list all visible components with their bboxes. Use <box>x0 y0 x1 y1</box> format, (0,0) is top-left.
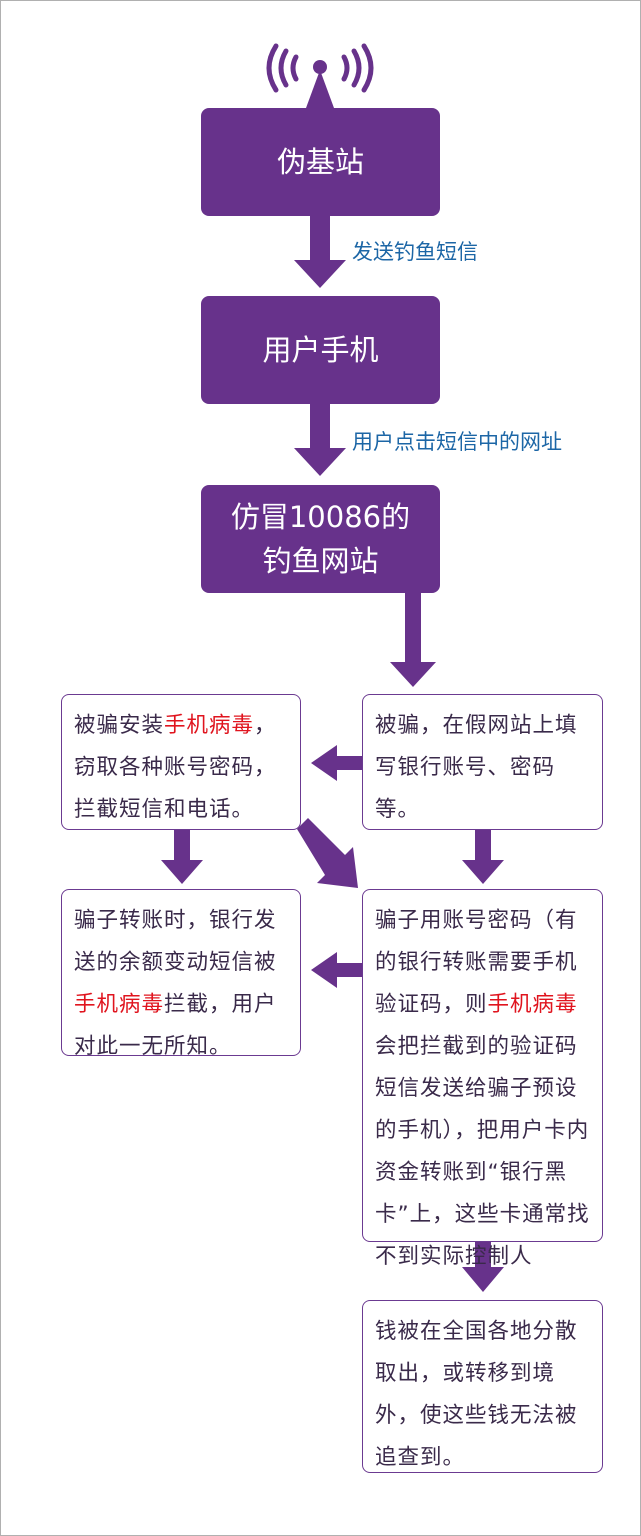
withdraw-box: 钱被在全国各地分散取出，或转移到境外，使这些钱无法被追查到。 <box>362 1300 603 1473</box>
malware-box: 被骗安装手机病毒，窃取各种账号密码，拦截短信和电话。 <box>61 694 301 830</box>
arrow-malware-to-intercept <box>161 830 203 884</box>
intercept-box: 骗子转账时，银行发送的余额变动短信被手机病毒拦截，用户对此一无所知。 <box>61 889 301 1059</box>
malware-text-post: ，窃取各种账号密码，拦截短信和电话。 <box>74 713 277 822</box>
intercept-text-post: 拦截，用户对此一无所知。 <box>74 992 277 1059</box>
arrow-transfer-to-intercept <box>311 952 362 988</box>
user-phone-node: 用户手机 <box>201 296 440 404</box>
phishing-site-label-line1: 仿冒10086的 <box>230 500 411 534</box>
transfer-text-highlight: 手机病毒 <box>487 992 578 1017</box>
intercept-text-pre: 骗子转账时，银行发送的余额变动短信被 <box>74 908 277 975</box>
fill-in-text: 被骗，在假网站上填写银行账号、密码等。 <box>375 713 578 822</box>
antenna-signal-icon <box>266 43 374 108</box>
fake-base-station-label: 伪基站 <box>276 145 364 179</box>
user-phone-label: 用户手机 <box>262 333 379 367</box>
arrow-station-to-phone <box>294 216 346 288</box>
edge-label-click-link: 用户点击短信中的网址 <box>352 430 562 454</box>
transfer-text-pre: 骗子用账号密码（有的银行转账需要手机验证码，则 <box>375 908 578 1017</box>
arrow-transfer-to-withdraw <box>462 1242 504 1292</box>
transfer-text-post: 会把拦截到的验证码短信发送给骗子预设的手机），把用户卡内资金转账到“银行黑卡”上… <box>375 1034 590 1269</box>
edge-label-send-sms: 发送钓鱼短信 <box>352 240 478 264</box>
transfer-box: 骗子用账号密码（有的银行转账需要手机验证码，则手机病毒会把拦截到的验证码短信发送… <box>362 889 603 1269</box>
fake-base-station-node: 伪基站 <box>201 108 440 216</box>
withdraw-text: 钱被在全国各地分散取出，或转移到境外，使这些钱无法被追查到。 <box>375 1319 578 1470</box>
arrow-fillin-to-malware <box>311 745 362 781</box>
phishing-site-node: 仿冒10086的 钓鱼网站 <box>201 485 440 593</box>
malware-text-pre: 被骗安装 <box>74 713 165 738</box>
fill-in-box: 被骗，在假网站上填写银行账号、密码等。 <box>362 694 603 830</box>
arrow-fillin-to-transfer <box>462 830 504 884</box>
arrow-malware-to-transfer <box>297 818 358 888</box>
intercept-text-highlight: 手机病毒 <box>74 992 165 1017</box>
arrow-phone-to-site <box>294 404 346 476</box>
arrow-site-to-fillin <box>390 593 436 687</box>
malware-text-highlight: 手机病毒 <box>164 713 255 738</box>
phishing-site-label-line2: 钓鱼网站 <box>262 544 379 578</box>
